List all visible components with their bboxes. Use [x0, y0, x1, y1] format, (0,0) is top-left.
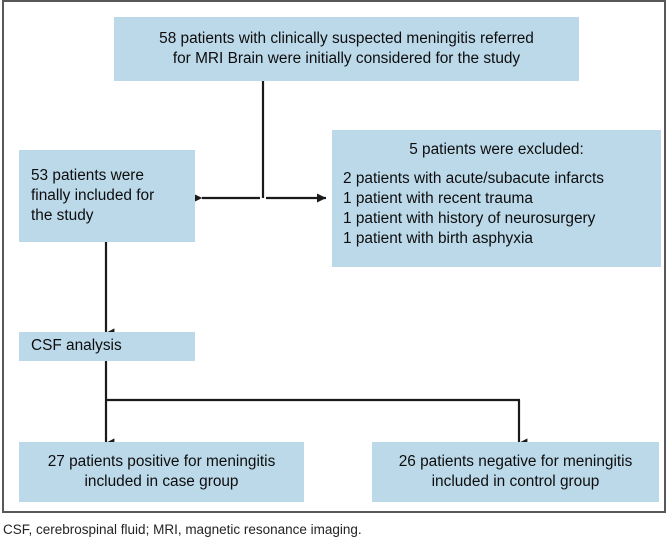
node-excluded-item-2: 1 patient with recent trauma	[343, 190, 533, 208]
node-excluded-item-1: 2 patients with acute/subacute infarcts	[343, 170, 604, 188]
node-excluded-header: 5 patients were excluded:	[409, 141, 584, 158]
node-csf-analysis-label: CSF analysis	[31, 337, 122, 355]
node-screened-line-1: 58 patients with clinically suspected me…	[159, 29, 534, 47]
node-screened-line-2: for MRI Brain were initially considered …	[172, 50, 521, 67]
node-included: 53 patients were finally included for th…	[19, 150, 195, 242]
figure-caption: CSF, cerebrospinal fluid; MRI, magnetic …	[3, 522, 362, 537]
node-excluded-item-3: 1 patient with history of neurosurgery	[343, 210, 596, 228]
node-case-group-line-2: included in case group	[84, 473, 239, 490]
node-excluded-item-4: 1 patient with birth asphyxia	[343, 230, 533, 248]
node-included-line-1: 53 patients were	[31, 166, 144, 184]
node-control-group: 26 patients negative for meningitis incl…	[372, 442, 659, 502]
node-included-line-2: finally included for	[31, 186, 155, 204]
node-excluded-items: 2 patients with acute/subacute infarcts …	[338, 169, 660, 249]
node-control-group-line-2: included in control group	[431, 473, 600, 490]
node-screened: 58 patients with clinically suspected me…	[114, 17, 579, 81]
node-control-group-line-1: 26 patients negative for meningitis	[398, 452, 633, 470]
figure-frame: 58 patients with clinically suspected me…	[2, 0, 666, 513]
node-excluded: 5 patients were excluded: 2 patients wit…	[332, 130, 661, 267]
node-case-group-line-1: 27 patients positive for meningitis	[47, 452, 276, 470]
node-case-group: 27 patients positive for meningitis incl…	[19, 442, 304, 502]
node-csf-analysis: CSF analysis	[19, 332, 195, 361]
node-included-line-3: the study	[31, 207, 94, 224]
